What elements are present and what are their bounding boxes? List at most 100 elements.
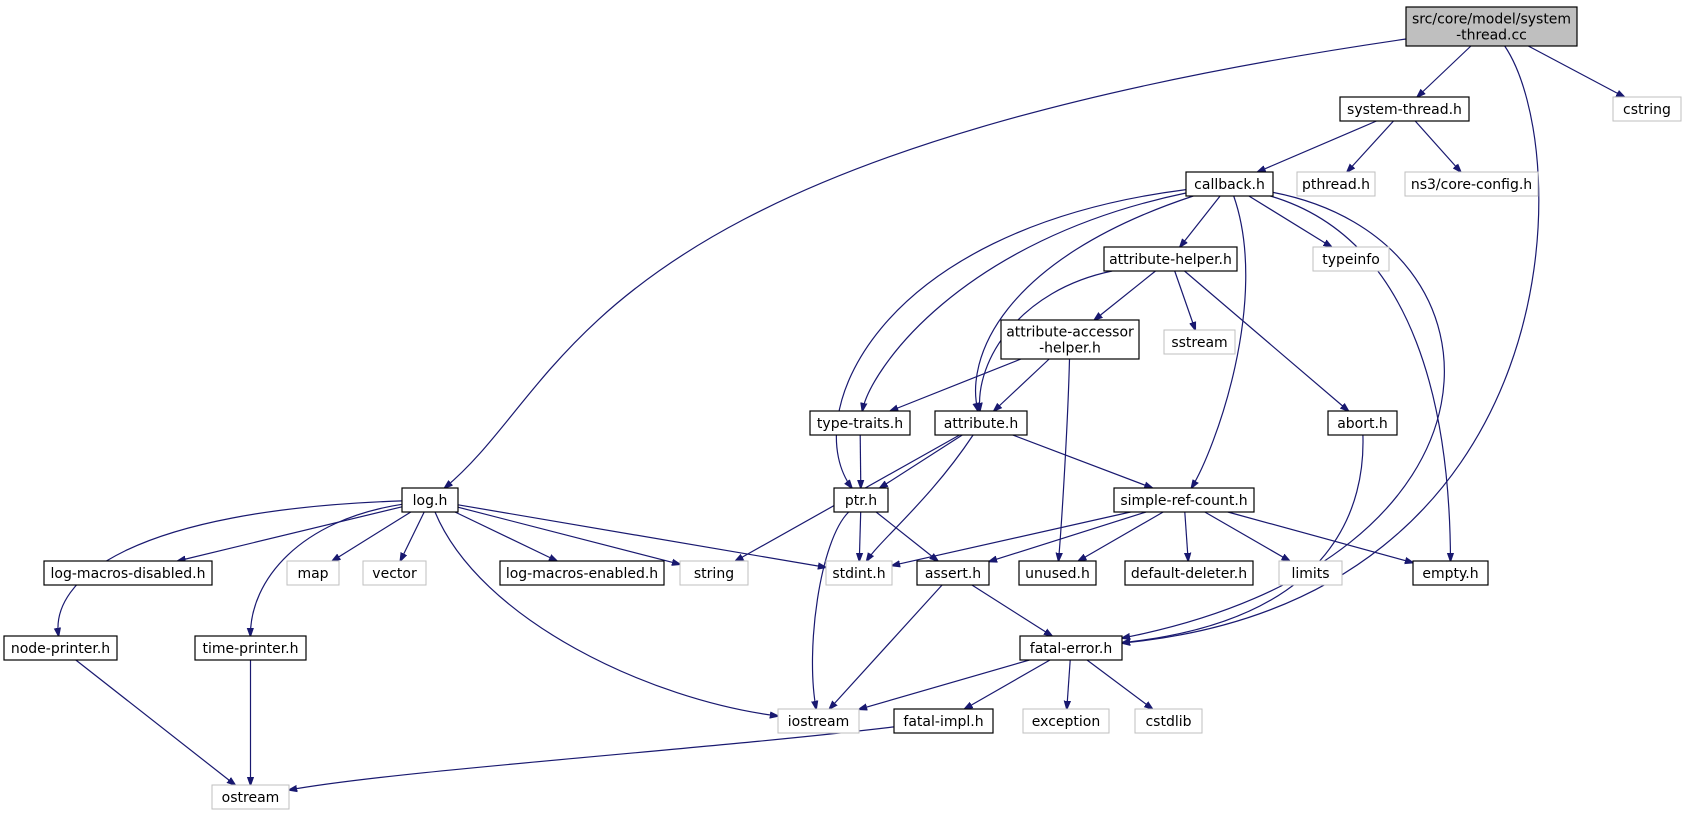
node-simple-ref-count-h[interactable]: simple-ref-count.h <box>1113 487 1255 513</box>
node-box <box>934 410 1028 436</box>
node-log-macros-disabled-h[interactable]: log-macros-disabled.h <box>43 560 213 586</box>
edge-simple-ref-count-h-to-default-deleter-h <box>1185 511 1188 561</box>
edge-log-h-to-log-macros-disabled-h <box>178 506 403 561</box>
node-box <box>1404 171 1539 197</box>
edge-ptr-h-to-stdint-h <box>859 511 860 561</box>
node-box <box>1000 319 1140 360</box>
node-label: sstream <box>1171 335 1227 351</box>
node-label: empty.h <box>1422 566 1478 582</box>
node-box <box>3 635 118 661</box>
edge-simple-ref-count-h-to-empty-h <box>1227 511 1413 563</box>
edge-callback-h-to-attribute-h <box>976 195 1194 411</box>
node-attribute-helper-h[interactable]: attribute-helper.h <box>1103 246 1238 272</box>
edge-callback-h-to-type-traits-h <box>862 192 1187 411</box>
node-box <box>1405 6 1578 47</box>
edge-attribute-helper-h-to-abort-h <box>1184 270 1349 411</box>
node-box <box>833 487 889 513</box>
edge-callback-h-to-fatal-error-h <box>1122 191 1445 638</box>
node-label: cstdlib <box>1145 714 1191 730</box>
node-iostream: iostream <box>777 708 860 734</box>
edge-system-thread-cc-to-log-h <box>445 38 1407 488</box>
node-system-thread-h[interactable]: system-thread.h <box>1339 96 1470 122</box>
node-box <box>1185 171 1274 197</box>
node-label: fatal-error.h <box>1030 641 1112 657</box>
node-box <box>1412 560 1489 586</box>
edge-attribute-accessor-helper-h-to-unused-h <box>1059 358 1071 561</box>
node-box <box>916 560 990 586</box>
edge-log-h-to-time-printer-h <box>250 503 403 636</box>
node-box <box>825 560 893 586</box>
node-time-printer-h[interactable]: time-printer.h <box>194 635 307 661</box>
node-box <box>401 487 459 513</box>
edge-system-thread-cc-to-fatal-error-h <box>1122 45 1540 643</box>
node-box <box>1163 329 1236 355</box>
edge-callback-h-to-empty-h <box>1270 195 1450 561</box>
node-label: type-traits.h <box>817 416 903 432</box>
node-box <box>1022 708 1110 734</box>
edge-abort-h-to-fatal-error-h <box>1122 434 1364 643</box>
edge-log-h-to-log-macros-enabled-h <box>454 511 557 561</box>
node-attribute-accessor-helper-h[interactable]: attribute-accessor-helper.h <box>1000 319 1140 360</box>
node-box <box>499 560 665 586</box>
node-label: -thread.cc <box>1456 28 1527 44</box>
edge-callback-h-to-ptr-h <box>835 189 1187 488</box>
edge-attribute-h-to-stdint-h <box>867 434 974 561</box>
node-label: map <box>297 566 328 582</box>
edges-layer <box>58 38 1624 790</box>
node-assert-h[interactable]: assert.h <box>916 560 990 586</box>
node-label: log-macros-enabled.h <box>506 566 658 582</box>
node-ns3-core-config-h: ns3/core-config.h <box>1404 171 1539 197</box>
node-label: exception <box>1032 714 1100 730</box>
node-callback-h[interactable]: callback.h <box>1185 171 1274 197</box>
node-fatal-impl-h[interactable]: fatal-impl.h <box>893 708 994 734</box>
node-box <box>1018 560 1097 586</box>
edge-attribute-accessor-helper-h-to-attribute-h <box>994 358 1050 411</box>
edge-simple-ref-count-h-to-assert-h <box>989 511 1147 562</box>
edge-simple-ref-count-h-to-limits <box>1204 511 1290 561</box>
edge-log-h-to-node-printer-h <box>58 500 403 636</box>
node-label: system-thread.h <box>1347 102 1462 118</box>
node-box <box>1103 246 1238 272</box>
edge-fatal-error-h-to-iostream <box>859 659 1030 709</box>
node-fatal-error-h[interactable]: fatal-error.h <box>1019 635 1123 661</box>
node-log-h[interactable]: log.h <box>401 487 459 513</box>
node-label: ostream <box>222 790 280 806</box>
edge-ptr-h-to-iostream <box>812 511 850 709</box>
node-box <box>777 708 860 734</box>
node-map: map <box>286 560 340 586</box>
node-label: iostream <box>788 714 850 730</box>
node-node-printer-h[interactable]: node-printer.h <box>3 635 118 661</box>
edge-system-thread-h-to-pthread-h <box>1347 120 1394 172</box>
node-box <box>1296 171 1376 197</box>
node-label: default-deleter.h <box>1131 566 1247 582</box>
node-box <box>1124 560 1254 586</box>
node-ptr-h[interactable]: ptr.h <box>833 487 889 513</box>
node-label: stdint.h <box>832 566 885 582</box>
node-box <box>1339 96 1470 122</box>
edge-callback-h-to-typeinfo <box>1248 195 1332 247</box>
node-attribute-h[interactable]: attribute.h <box>934 410 1028 436</box>
edge-system-thread-cc-to-cstring <box>1528 45 1624 97</box>
node-label: callback.h <box>1194 177 1265 193</box>
node-box <box>1113 487 1255 513</box>
node-type-traits-h[interactable]: type-traits.h <box>809 410 911 436</box>
node-system-thread-cc[interactable]: src/core/model/system-thread.cc <box>1405 6 1578 47</box>
node-vector: vector <box>362 560 427 586</box>
node-pthread-h: pthread.h <box>1296 171 1376 197</box>
node-label: typeinfo <box>1322 252 1380 268</box>
node-sstream: sstream <box>1163 329 1236 355</box>
node-unused-h[interactable]: unused.h <box>1018 560 1097 586</box>
edge-attribute-helper-h-to-attribute-accessor-helper-h <box>1094 270 1156 320</box>
edge-assert-h-to-fatal-error-h <box>971 584 1052 636</box>
edge-attribute-helper-h-to-sstream <box>1174 270 1196 330</box>
edge-system-thread-h-to-ns3-core-config-h <box>1414 120 1461 172</box>
node-string: string <box>679 560 749 586</box>
node-empty-h[interactable]: empty.h <box>1412 560 1489 586</box>
edge-fatal-error-h-to-exception <box>1067 659 1070 709</box>
node-default-deleter-h[interactable]: default-deleter.h <box>1124 560 1254 586</box>
node-label: ptr.h <box>845 493 877 509</box>
node-label: simple-ref-count.h <box>1120 493 1247 509</box>
node-log-macros-enabled-h[interactable]: log-macros-enabled.h <box>499 560 665 586</box>
node-abort-h[interactable]: abort.h <box>1327 410 1398 436</box>
node-box <box>1612 96 1682 122</box>
